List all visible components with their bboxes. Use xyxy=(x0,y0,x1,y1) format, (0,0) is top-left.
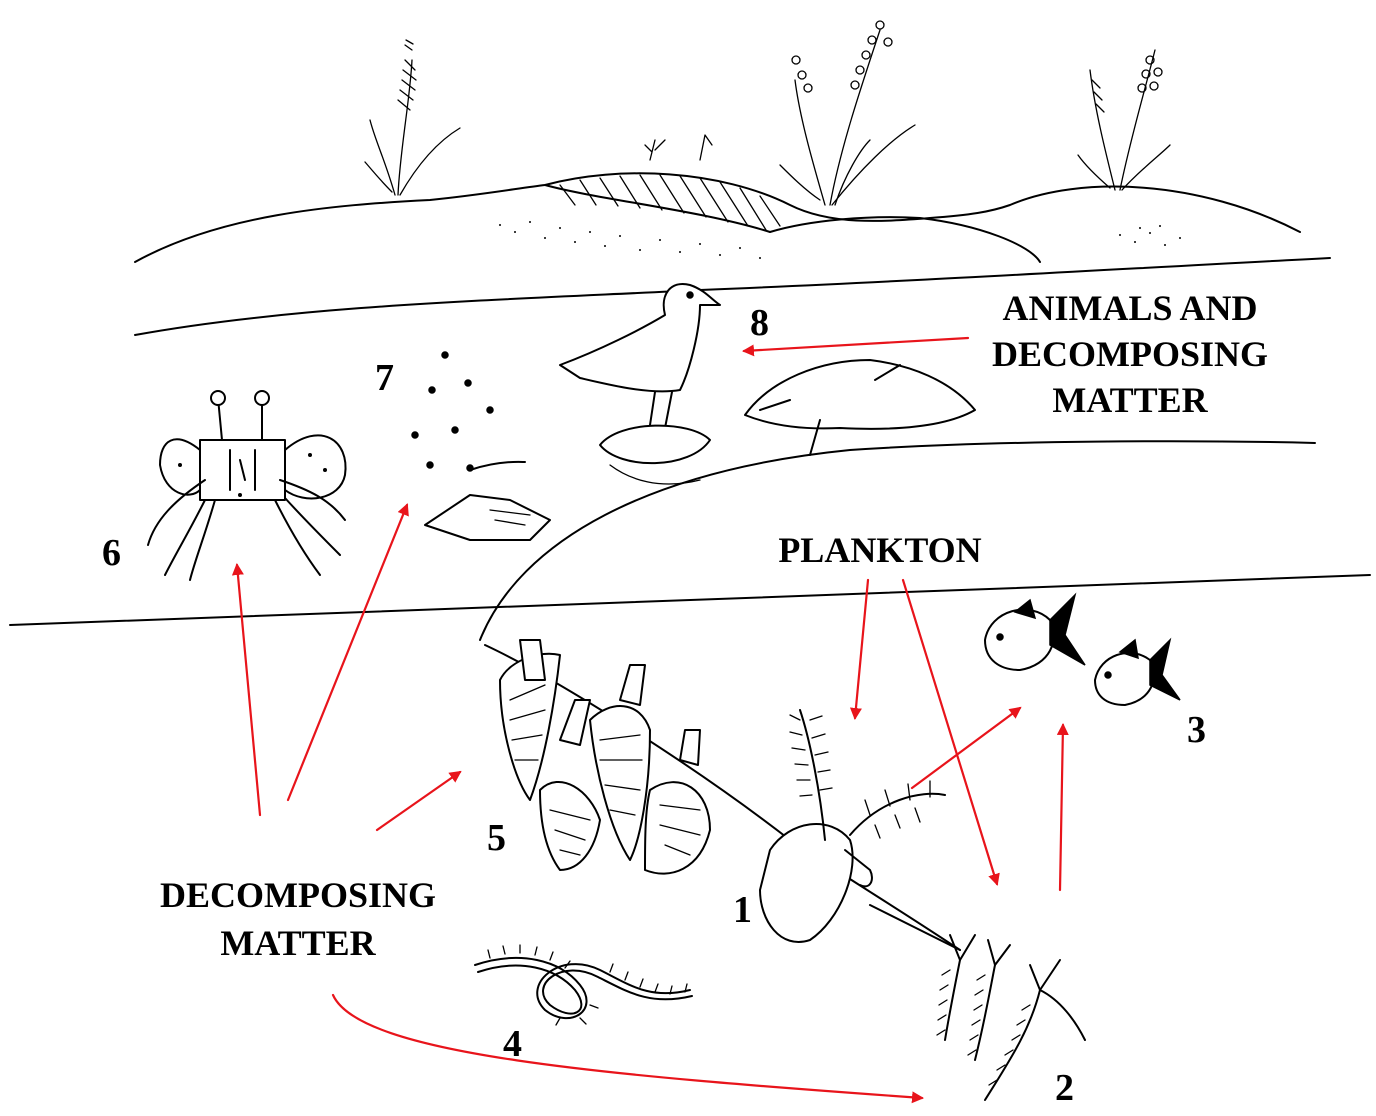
mole-crab-icon xyxy=(760,710,960,950)
arrow-decomposing-to-worms xyxy=(333,995,922,1098)
plankton-label: PLANKTON xyxy=(778,530,981,570)
animals-decomposing-line-2: DECOMPOSING xyxy=(992,334,1268,374)
decomposing-matter-label: DECOMPOSING MATTER xyxy=(160,875,436,963)
number-7: 7 xyxy=(375,357,394,399)
shorebird-icon xyxy=(560,284,720,484)
animals-decomposing-line-1: ANIMALS AND xyxy=(1002,288,1257,328)
number-3: 3 xyxy=(1187,709,1206,751)
arrow-plankton-to-molecrab xyxy=(855,580,868,718)
goose-barnacle-icon xyxy=(500,640,710,874)
arrow-decomposing-to-crab xyxy=(237,565,260,815)
arrow-decaying-to-bird xyxy=(744,338,968,351)
flies-icon xyxy=(412,352,550,540)
decomposing-line-2: MATTER xyxy=(220,923,376,963)
decomposing-line-1: DECOMPOSING xyxy=(160,875,436,915)
decaying-matter-icon xyxy=(745,360,975,455)
animals-decomposing-label: ANIMALS AND DECOMPOSING MATTER xyxy=(992,288,1268,420)
arrow-plankton-to-polychaete xyxy=(903,580,997,884)
arrow-polychaete-to-fish xyxy=(1060,725,1063,890)
number-8: 8 xyxy=(750,302,769,344)
worm-icon xyxy=(475,945,692,1025)
arrow-decomposing-to-flies xyxy=(288,505,407,800)
number-6: 6 xyxy=(102,532,121,574)
fish-icon xyxy=(985,595,1180,705)
number-2: 2 xyxy=(1055,1067,1074,1109)
animals-decomposing-line-3: MATTER xyxy=(1052,380,1208,420)
arrow-molecrab-to-fish xyxy=(912,708,1020,788)
ghost-crab-icon xyxy=(148,391,346,580)
arrow-decomposing-to-barnacles xyxy=(377,772,460,830)
dune-grass xyxy=(365,21,1170,205)
waterline xyxy=(10,575,1370,625)
number-1: 1 xyxy=(733,889,752,931)
number-5: 5 xyxy=(487,817,506,859)
